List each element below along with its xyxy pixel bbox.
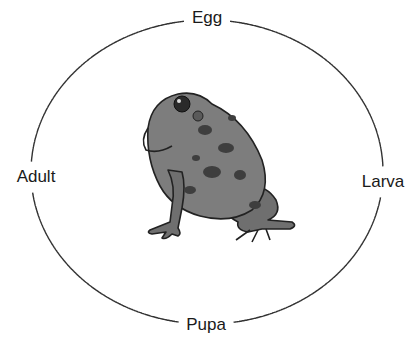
stage-label: Adult [13, 165, 60, 189]
stage-label: Larva [358, 170, 409, 194]
stage-name: Larva [362, 172, 405, 192]
frog-front-leg [148, 170, 184, 239]
frog-toes [236, 229, 270, 242]
stage-label: Pupa [182, 313, 230, 337]
stage-label: Egg [188, 6, 226, 30]
stage-name: Adult [17, 167, 56, 187]
cycle-arc [33, 193, 179, 322]
cycle-arc [230, 21, 383, 166]
frog-body [148, 93, 266, 219]
stage-name: Egg [192, 8, 222, 28]
cycle-arc [31, 21, 184, 161]
frog-jaw [143, 128, 172, 151]
cycle-arc [234, 197, 381, 322]
stage-name: Pupa [186, 315, 226, 335]
